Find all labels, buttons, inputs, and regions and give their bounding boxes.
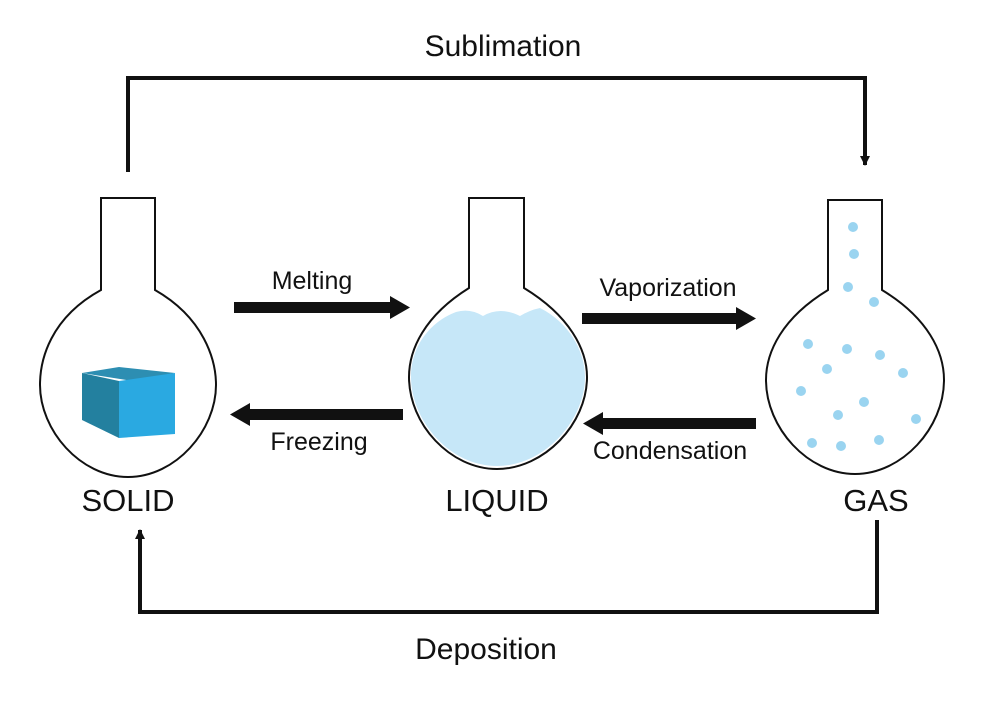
gas-particle — [796, 386, 806, 396]
deposition-label: Deposition — [415, 633, 557, 666]
solid-flask-outline — [38, 197, 218, 479]
freezing-arrow — [230, 403, 403, 426]
vaporization-label: Vaporization — [599, 274, 736, 302]
gas-particle — [898, 368, 908, 378]
gas-particle — [807, 438, 817, 448]
condensation-arrow — [583, 412, 756, 435]
sublimation-label: Sublimation — [425, 30, 582, 63]
gas-particle — [911, 414, 921, 424]
gas-particle — [842, 344, 852, 354]
deposition-arrow — [135, 520, 879, 614]
liquid-flask — [407, 197, 589, 471]
gas-particles — [796, 222, 921, 451]
gas-particle — [843, 282, 853, 292]
liquid-label: LIQUID — [445, 483, 548, 518]
sublimation-arrow — [126, 76, 870, 172]
melting-arrow — [234, 296, 410, 319]
gas-flask — [764, 199, 946, 476]
gas-particle — [833, 410, 843, 420]
solid-label: SOLID — [81, 483, 174, 518]
gas-particle — [822, 364, 832, 374]
ice-cube-icon — [82, 367, 175, 438]
liquid-flask-outline — [407, 197, 589, 471]
gas-particle — [869, 297, 879, 307]
gas-particle — [849, 249, 859, 259]
freezing-label: Freezing — [270, 428, 367, 456]
vaporization-arrow — [582, 307, 756, 330]
gas-label: GAS — [843, 483, 908, 518]
gas-particle — [875, 350, 885, 360]
gas-particle — [848, 222, 858, 232]
condensation-label: Condensation — [593, 437, 747, 465]
gas-particle — [836, 441, 846, 451]
gas-particle — [859, 397, 869, 407]
solid-flask — [38, 197, 218, 479]
liquid-fill — [411, 308, 585, 466]
melting-label: Melting — [272, 267, 353, 295]
gas-flask-outline — [764, 199, 946, 476]
gas-particle — [803, 339, 813, 349]
gas-particle — [874, 435, 884, 445]
